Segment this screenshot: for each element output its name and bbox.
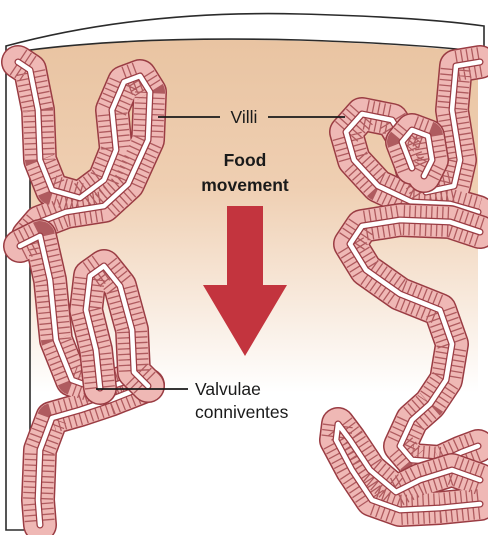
fold-right-lower [333, 203, 488, 479]
villi-label: Villi [231, 107, 258, 127]
food-movement-label-line2: movement [201, 175, 289, 195]
food-movement-label-line1: Food [224, 150, 267, 170]
fold-right-bottom [319, 407, 488, 527]
fold-right-upper-inner [385, 113, 449, 193]
valvulae-label-line2: conniventes [195, 402, 289, 422]
fold-left-upper [1, 45, 167, 253]
valvulae-label-line1: Valvulae [195, 379, 261, 399]
food-movement-arrow [203, 206, 287, 356]
fold-left-lower-branch [69, 249, 165, 405]
mucosal-folds [1, 45, 488, 535]
